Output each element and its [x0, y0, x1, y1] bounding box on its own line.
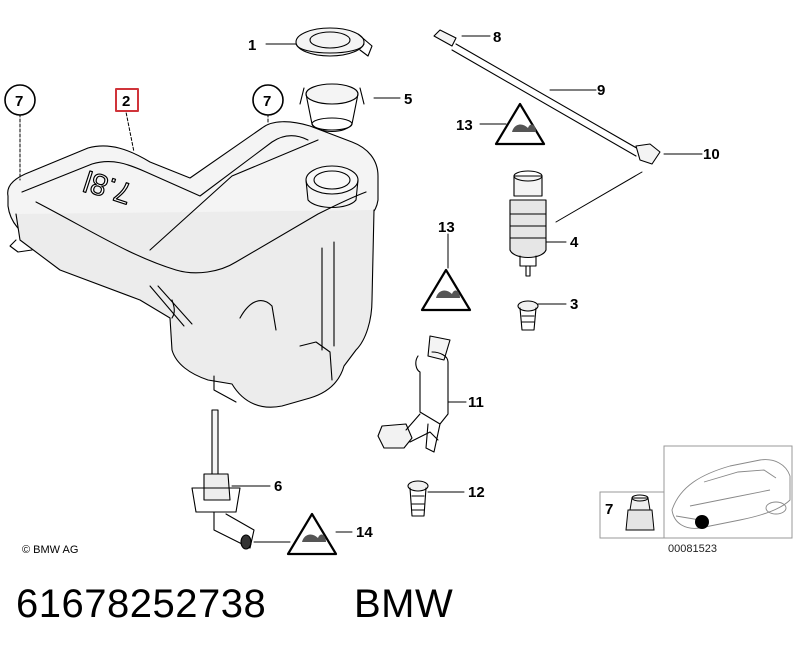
- filler-cap: [295, 27, 373, 57]
- callout-13-upper: 13: [456, 117, 473, 134]
- level-sensor: [191, 409, 255, 550]
- callout-7-inset: 7: [605, 501, 613, 518]
- image-id: 00081523: [668, 543, 717, 555]
- leader-lines: [19, 35, 703, 543]
- pump-grommet: [517, 300, 539, 331]
- callout-14: 14: [356, 524, 373, 541]
- washer-pump: [509, 170, 547, 277]
- callout-4: 4: [570, 234, 579, 251]
- callout-circle-7-left: [4, 84, 36, 116]
- callout-7-left: 7: [15, 93, 23, 110]
- location-marker: [695, 515, 709, 529]
- label-triangle-14: [286, 512, 338, 556]
- callout-3: 3: [570, 296, 578, 313]
- callout-circle-7-right: [252, 84, 284, 116]
- callout-highlight-2: [115, 88, 139, 112]
- copyright: © BMW AG: [22, 544, 78, 556]
- headlight-washer-pump: [377, 335, 451, 453]
- callout-1: 1: [248, 37, 256, 54]
- callout-10: 10: [703, 146, 720, 163]
- callout-13-lower: 13: [438, 219, 455, 236]
- label-triangle-13-lower: [420, 268, 472, 312]
- filler-strainer: [299, 83, 365, 133]
- washer-fluid-tank: [7, 121, 379, 408]
- location-inset: [599, 445, 793, 539]
- callout-5: 5: [404, 91, 412, 108]
- callout-8: 8: [493, 29, 501, 46]
- part-number: 61678252738: [16, 582, 267, 626]
- callout-7-right: 7: [263, 93, 271, 110]
- callout-11: 11: [468, 394, 484, 411]
- callout-12: 12: [468, 484, 485, 501]
- label-triangle-13-upper: [494, 102, 546, 146]
- callout-9: 9: [597, 82, 605, 99]
- washer-hose: [433, 29, 661, 165]
- bolt: [407, 480, 429, 517]
- clip-nut: [625, 494, 655, 531]
- brand-name: BMW: [354, 582, 454, 626]
- car-outline: [671, 459, 791, 529]
- callout-6: 6: [274, 478, 282, 495]
- callout-2: 2: [122, 93, 130, 110]
